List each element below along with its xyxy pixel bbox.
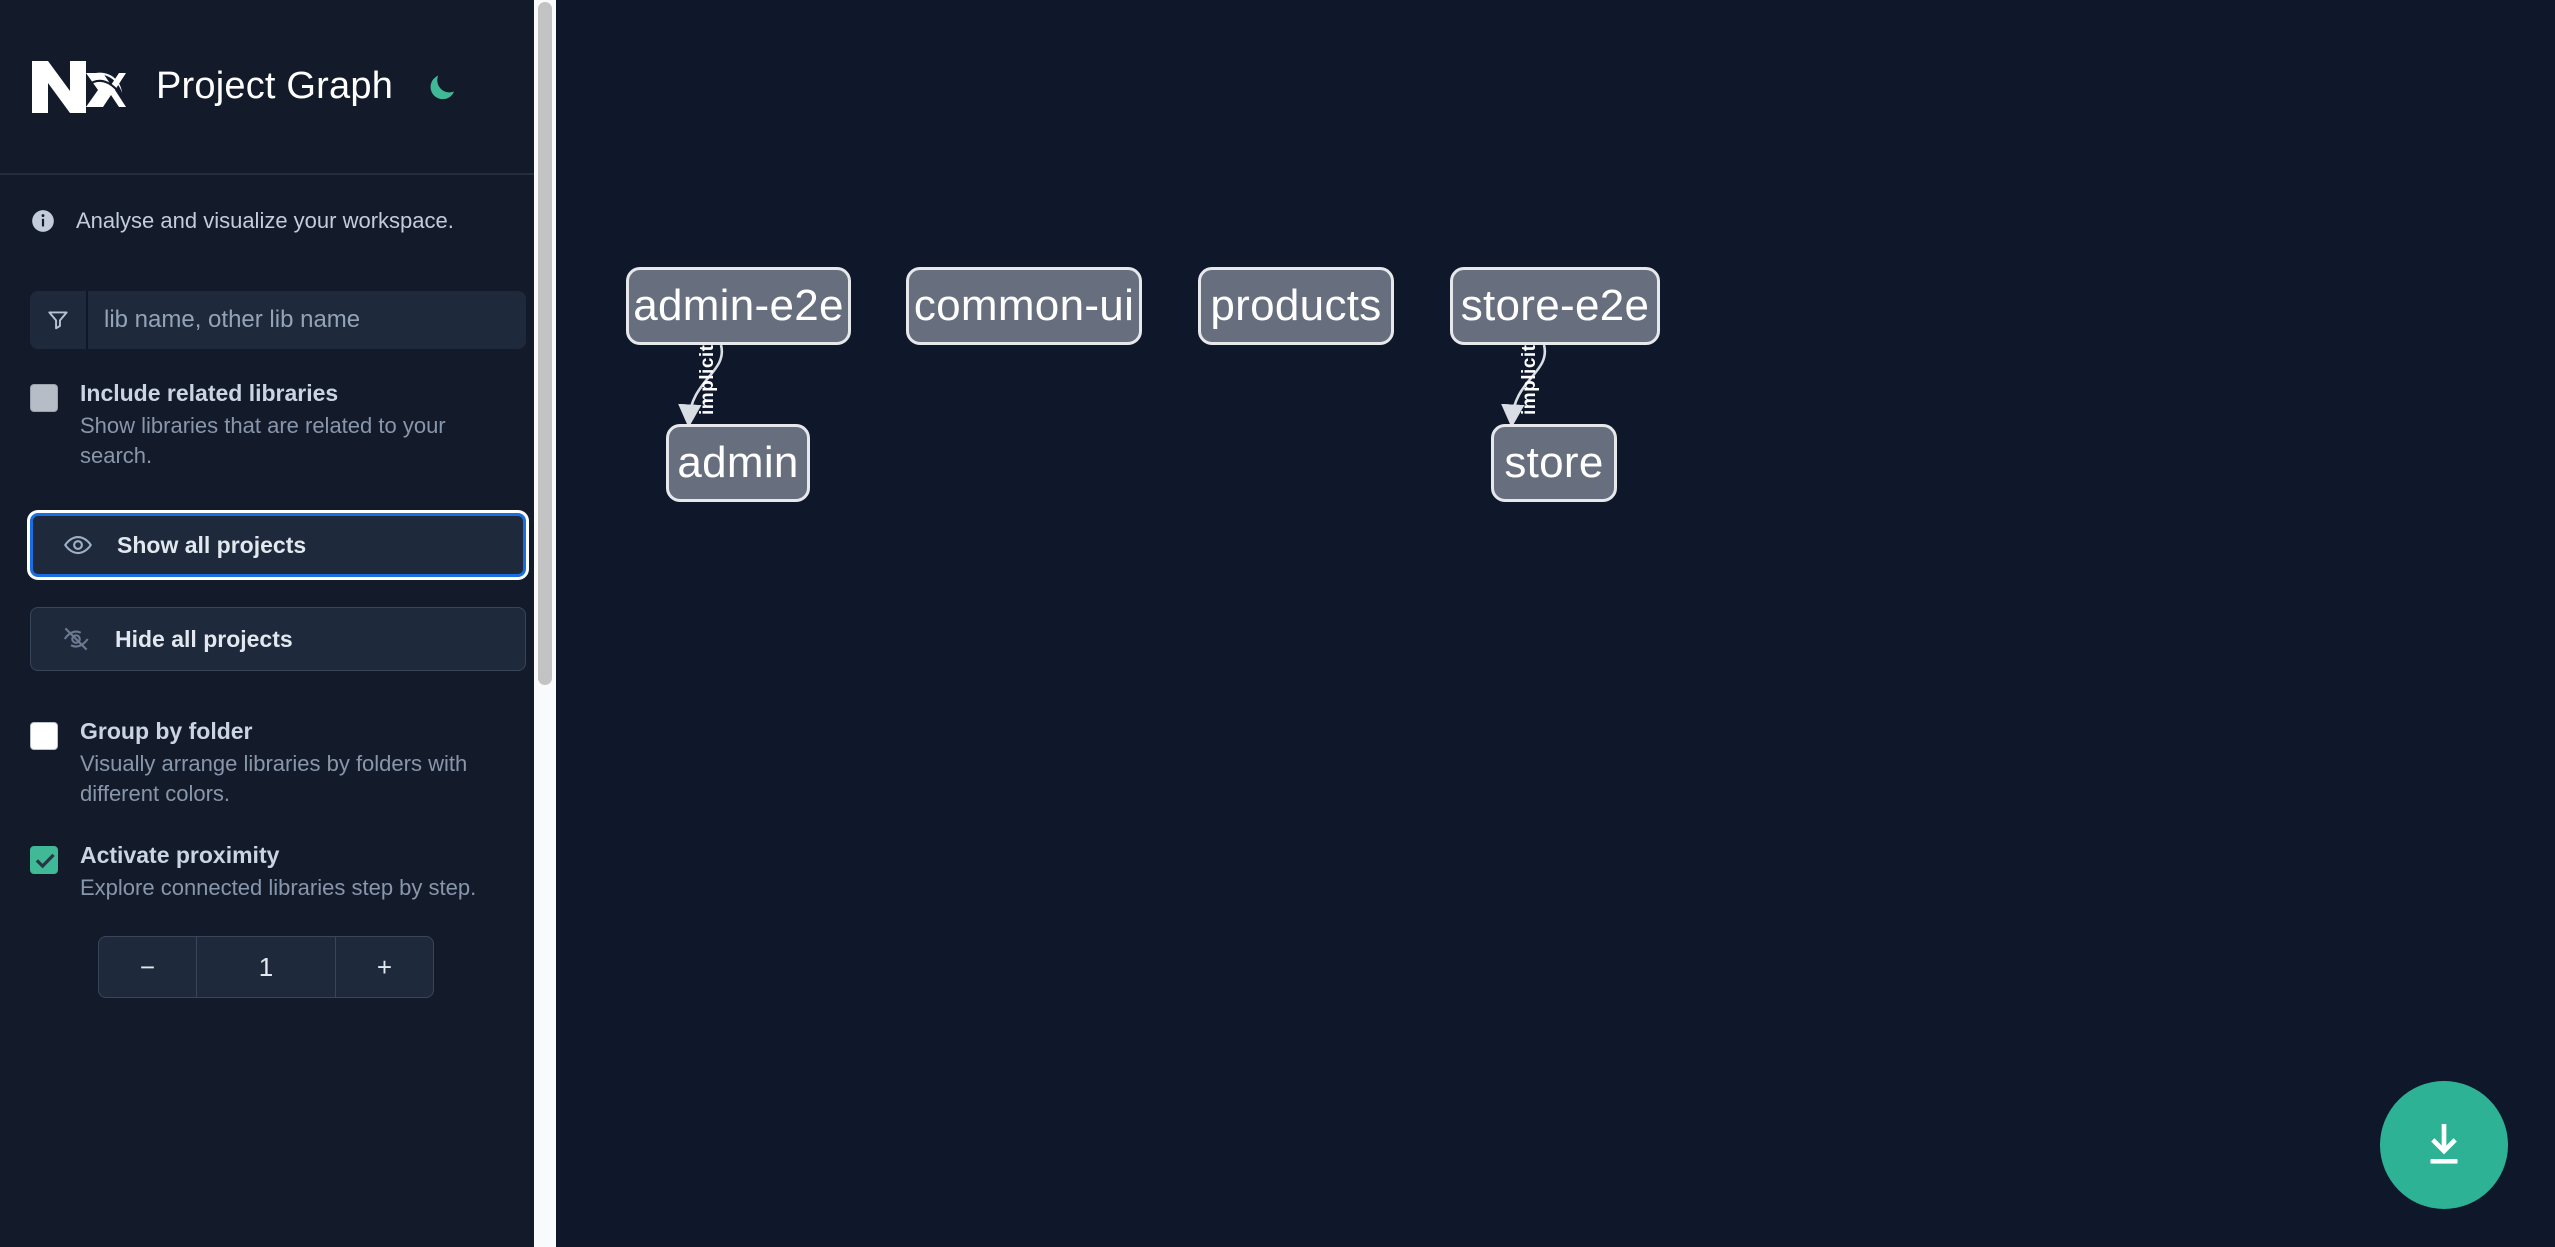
- download-icon: [2430, 1124, 2458, 1164]
- activate-proximity-label: Activate proximity: [80, 842, 280, 868]
- graph-canvas[interactable]: implicit implicit admin-e2e common-ui pr…: [556, 0, 2555, 1247]
- sidebar-scrollbar[interactable]: [534, 0, 556, 1247]
- hide-all-projects-button[interactable]: Hide all projects: [30, 607, 526, 671]
- group-by-folder-checkbox[interactable]: [30, 722, 58, 750]
- include-related-libraries-description: Show libraries that are related to your …: [80, 413, 446, 468]
- page-title: Project Graph: [156, 65, 394, 107]
- download-image-button[interactable]: [2380, 1081, 2508, 1209]
- option-activate-proximity[interactable]: Activate proximity Explore connected lib…: [0, 841, 556, 903]
- include-related-libraries-checkbox[interactable]: [30, 384, 58, 412]
- funnel-icon: [30, 291, 88, 349]
- proximity-stepper: − 1 +: [98, 936, 434, 998]
- group-by-folder-label: Group by folder: [80, 718, 253, 744]
- include-related-libraries-label: Include related libraries: [80, 380, 339, 406]
- proximity-increment-button[interactable]: +: [335, 937, 433, 997]
- proximity-decrement-button[interactable]: −: [99, 937, 197, 997]
- graph-node-admin[interactable]: admin: [666, 424, 810, 502]
- option-group-by-folder[interactable]: Group by folder Visually arrange librari…: [0, 717, 556, 809]
- graph-node-products[interactable]: products: [1198, 267, 1394, 345]
- search-input[interactable]: [88, 291, 526, 349]
- group-by-folder-description: Visually arrange libraries by folders wi…: [80, 751, 468, 806]
- edge-label-store-e2e-to-store: implicit: [1519, 344, 1540, 415]
- hide-all-projects-label: Hide all projects: [115, 625, 293, 652]
- info-icon: [30, 208, 56, 234]
- nx-logo-icon: [30, 55, 126, 119]
- eye-icon: [61, 528, 95, 562]
- sidebar-header: Project Graph: [0, 0, 556, 175]
- moon-icon[interactable]: [423, 68, 461, 106]
- show-all-projects-button[interactable]: Show all projects: [30, 513, 526, 577]
- sidebar-content: Project Graph Analyse and visualize yo: [0, 0, 556, 998]
- graph-edges: [678, 344, 1547, 428]
- activate-proximity-checkbox[interactable]: [30, 846, 58, 874]
- workspace-info: Analyse and visualize your workspace.: [0, 175, 556, 234]
- graph-node-store[interactable]: store: [1491, 424, 1617, 502]
- graph-node-store-e2e[interactable]: store-e2e: [1450, 267, 1660, 345]
- option-include-related-libraries[interactable]: Include related libraries Show libraries…: [0, 379, 556, 471]
- sidebar-scrollbar-thumb[interactable]: [538, 2, 552, 685]
- eye-off-icon: [59, 622, 93, 656]
- graph-node-admin-e2e[interactable]: admin-e2e: [626, 267, 851, 345]
- edge-label-admin-e2e-to-admin: implicit: [697, 344, 718, 415]
- graph-node-common-ui[interactable]: common-ui: [906, 267, 1142, 345]
- filter-box[interactable]: [30, 291, 526, 349]
- activate-proximity-description: Explore connected libraries step by step…: [80, 875, 477, 900]
- sidebar: Project Graph Analyse and visualize yo: [0, 0, 556, 1247]
- show-all-projects-label: Show all projects: [117, 531, 307, 558]
- workspace-info-text: Analyse and visualize your workspace.: [76, 208, 454, 233]
- proximity-value: 1: [258, 951, 274, 982]
